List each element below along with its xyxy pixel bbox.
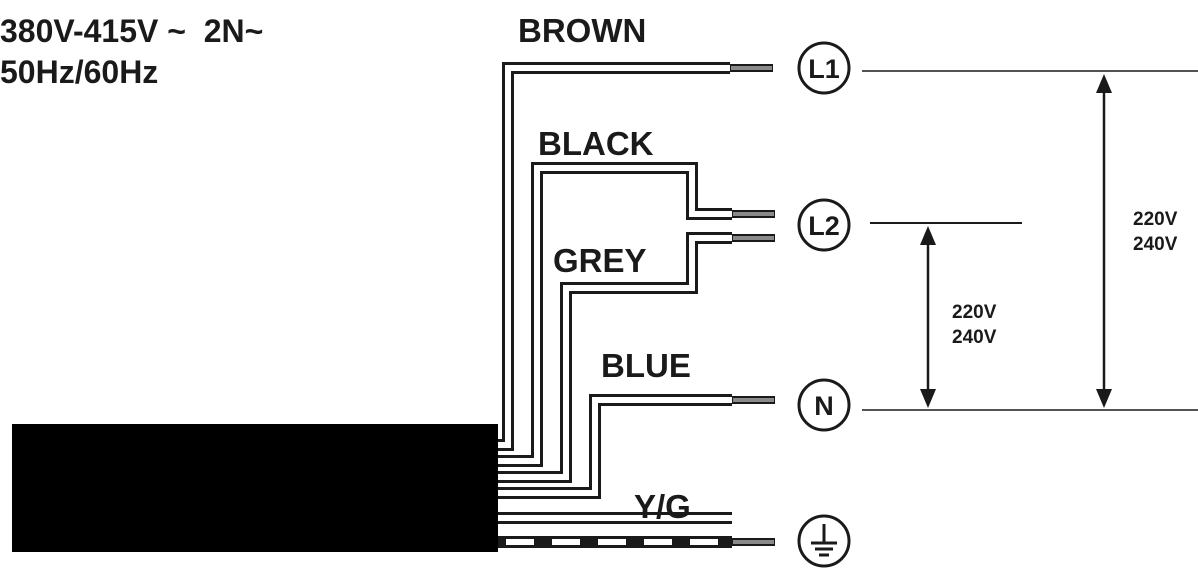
terminal-n: N (797, 378, 851, 432)
supply-voltage-label: 380V-415V ~ 2N~ (0, 13, 263, 49)
blue-wire (498, 394, 775, 499)
terminal-n-label: N (814, 391, 834, 421)
cable-sheath (12, 424, 498, 552)
black-wire-label: BLACK (538, 125, 654, 162)
terminal-l2: L2 (797, 198, 851, 252)
terminal-l2-label: L2 (808, 211, 840, 241)
blue-wire-label: BLUE (601, 347, 691, 384)
earth-ground-icon (811, 524, 837, 557)
yellow-green-wire-label: Y/G (634, 488, 691, 525)
brown-wire-label: BROWN (518, 12, 646, 49)
grey-wire-label: GREY (553, 242, 647, 279)
l1-n-voltage-label-2: 240V (1133, 234, 1178, 255)
l2-n-voltage-label-2: 240V (952, 327, 997, 348)
terminal-l1: L1 (797, 41, 851, 95)
l1-n-voltage-arrow (1096, 74, 1112, 408)
supply-frequency-label: 50Hz/60Hz (0, 54, 158, 90)
yellow-green-wire (498, 512, 775, 548)
terminal-earth (797, 514, 851, 568)
brown-wire (498, 62, 773, 451)
terminal-l1-label: L1 (808, 54, 840, 84)
l2-n-voltage-label-1: 220V (952, 302, 997, 323)
black-wire (498, 162, 775, 467)
l1-n-voltage-label-1: 220V (1133, 209, 1178, 230)
grey-wire (498, 232, 775, 483)
l2-n-voltage-arrow (920, 226, 936, 408)
